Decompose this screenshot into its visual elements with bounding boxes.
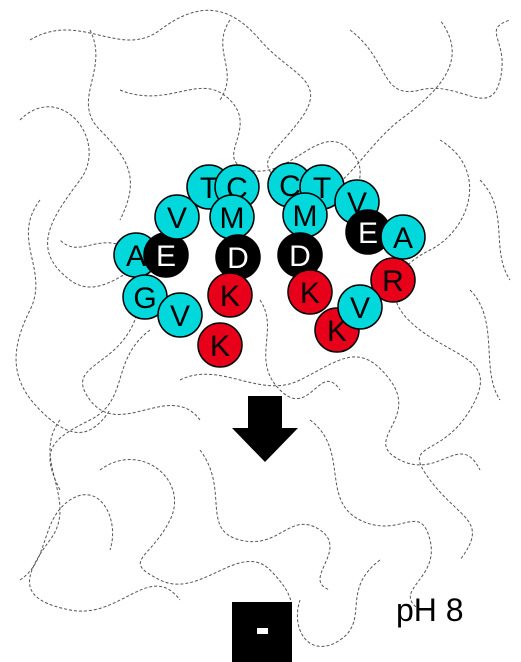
residue-circle — [157, 292, 203, 338]
residue-neutral: M — [209, 194, 255, 240]
residue-circle — [370, 257, 416, 303]
residue-acidic: E — [345, 209, 391, 255]
residue-neutral: V — [157, 292, 203, 338]
residue-basic: K — [287, 269, 333, 315]
residue-letter: M — [293, 200, 318, 233]
residue-letter: K — [220, 280, 240, 313]
down-arrow-icon — [232, 396, 298, 462]
negative-charge-symbol — [232, 602, 292, 662]
residue-circle — [287, 269, 333, 315]
residue-letter: G — [133, 282, 156, 315]
residue-letter: D — [289, 240, 311, 273]
residue-neutral: A — [380, 214, 426, 260]
residue-letter: V — [167, 202, 187, 235]
residue-neutral: V — [337, 284, 383, 330]
residue-letter: V — [350, 292, 370, 325]
residue-letter: K — [300, 277, 320, 310]
minus-icon — [257, 628, 268, 634]
residue-acidic: D — [215, 234, 261, 280]
residue-letter: D — [227, 242, 249, 275]
residue-circle — [197, 322, 243, 368]
residue-neutral: G — [122, 274, 168, 320]
residue-letter: A — [393, 222, 413, 255]
residue-letter: K — [327, 315, 347, 348]
residue-letter: E — [156, 240, 176, 273]
residue-acidic: D — [277, 232, 323, 278]
residue-letter: V — [170, 300, 190, 333]
residue-circle — [380, 214, 426, 260]
residue-letter: E — [358, 217, 378, 250]
residue-circle — [337, 284, 383, 330]
residue-letter: R — [382, 265, 404, 298]
ph-label: pH 8 — [396, 592, 464, 628]
residue-basic: R — [370, 257, 416, 303]
residue-neutral: M — [282, 192, 328, 238]
residue-basic: K — [207, 272, 253, 318]
random-coil-chain — [15, 9, 511, 647]
residue-circle — [207, 272, 253, 318]
residue-basic: K — [197, 322, 243, 368]
residue-circle — [154, 194, 200, 240]
residue-letter: M — [220, 202, 245, 235]
residue-neutral: V — [154, 194, 200, 240]
residue-letter: A — [126, 240, 146, 273]
residue-acidic: E — [143, 232, 189, 278]
residue-letter: K — [210, 330, 230, 363]
residue-letter: T — [200, 172, 218, 205]
